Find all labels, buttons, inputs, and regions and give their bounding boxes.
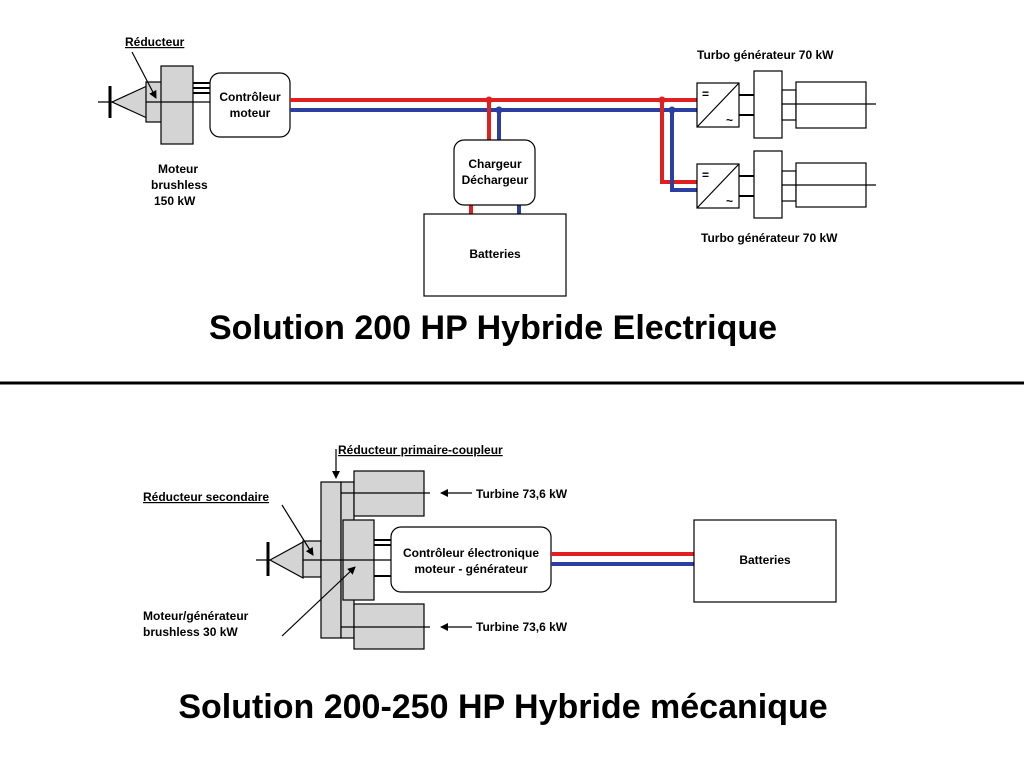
top-converter-2-dc: = xyxy=(702,168,709,182)
bottom-turbine-2-label: Turbine 73,6 kW xyxy=(476,620,568,634)
bottom-reducteur-secondaire-label: Réducteur secondaire xyxy=(143,490,269,504)
top-controller-line-2: moteur xyxy=(230,106,271,120)
top-controller-box xyxy=(209,72,291,138)
top-title: Solution 200 HP Hybride Electrique xyxy=(209,309,777,347)
top-converter-1-dc: = xyxy=(702,87,709,101)
bottom-reducteur-primaire-label: Réducteur primaire-coupleur xyxy=(338,443,503,457)
top-motor-label: Moteur brushless 150 kW xyxy=(151,162,208,208)
top-charger-line-1: Chargeur xyxy=(468,157,522,171)
bottom-turbine-1-label: Turbine 73,6 kW xyxy=(476,487,568,501)
top-motor-line-1: Moteur xyxy=(158,162,198,176)
bottom-controller-line-2: moteur - générateur xyxy=(414,562,528,576)
top-charger-box xyxy=(453,139,536,206)
top-propeller-reducer xyxy=(98,51,210,145)
bottom-motor-line-1: Moteur/générateur xyxy=(143,609,249,623)
top-turbo-generator-1: = ~ xyxy=(696,70,876,139)
top-power-bus xyxy=(290,96,698,214)
top-turbo-1-label: Turbo générateur 70 kW xyxy=(697,48,834,62)
bottom-drive-assembly xyxy=(256,470,430,650)
bottom-title: Solution 200-250 HP Hybride mécanique xyxy=(178,688,827,726)
top-turbo-generator-2: = ~ xyxy=(696,150,876,219)
top-motor-line-3: 150 kW xyxy=(154,194,196,208)
top-charger-line-2: Déchargeur xyxy=(462,173,529,187)
top-batteries-label: Batteries xyxy=(469,247,521,261)
bottom-controller-box xyxy=(390,526,552,593)
bottom-motor-label: Moteur/générateur brushless 30 kW xyxy=(143,609,249,639)
bottom-batteries-box xyxy=(693,519,837,603)
bottom-controller-line-1: Contrôleur électronique xyxy=(403,546,539,560)
top-converter-2-ac: ~ xyxy=(726,194,733,208)
bottom-batteries-label: Batteries xyxy=(739,553,791,567)
top-reducteur-label: Réducteur xyxy=(125,35,185,49)
top-motor-line-2: brushless xyxy=(151,178,208,192)
top-converter-1-ac: ~ xyxy=(726,113,733,127)
top-controller-line-1: Contrôleur xyxy=(219,90,281,104)
bottom-motor-line-2: brushless 30 kW xyxy=(143,625,238,639)
top-diagram: Réducteur Moteur brushless 150 kW Contrô… xyxy=(98,35,876,347)
top-turbo-2-label: Turbo générateur 70 kW xyxy=(701,231,838,245)
top-batteries-box xyxy=(423,213,567,297)
bottom-diagram: Réducteur primaire-coupleur Réducteur se… xyxy=(143,443,837,726)
